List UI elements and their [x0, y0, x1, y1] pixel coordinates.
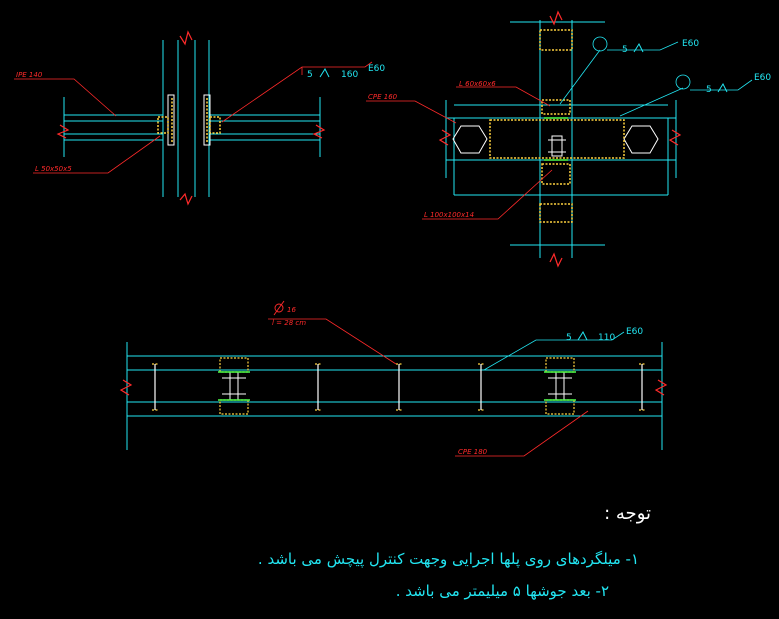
label-angle-top-left: L 50x50x5	[35, 165, 72, 173]
section-greens	[218, 371, 576, 401]
note-line-1: ۱- میلگردهای روی پلها اجرایی وجهت کنترل …	[257, 550, 639, 568]
weld-symbol-icon	[577, 330, 588, 341]
diameter-icon	[273, 300, 285, 316]
label-angle-bottom-right: L 100x100x14	[424, 211, 474, 219]
detail-top-right-greens	[544, 117, 568, 161]
beam-elevation	[126, 342, 663, 450]
detail-top-left-leaders	[14, 61, 373, 174]
label-weld-c-size: 5	[706, 85, 712, 95]
label-weld-d-type: E60	[626, 327, 643, 337]
label-cpe-bottom: CPE 180	[458, 448, 488, 456]
note-line-2: ۲- بعد جوشها ۵ میلیمتر می باشد .	[395, 582, 609, 600]
detail-top-left-welds	[157, 98, 221, 142]
label-weld-c-type: E60	[754, 73, 771, 83]
detail-top-left	[63, 40, 321, 197]
rebar-ticks	[154, 364, 643, 410]
label-ipe: IPE 140	[16, 71, 43, 79]
label-cpe-right: CPE 160	[368, 93, 398, 101]
label-angle-top-right: L 60x60x6	[459, 80, 496, 88]
weld-symbol-icon	[717, 82, 728, 93]
weld-symbol-icon	[633, 42, 644, 53]
label-weld-d-size: 5	[566, 333, 572, 343]
label-weld-a-len: 160	[341, 70, 358, 80]
detail-top-left-breaks	[56, 30, 326, 206]
label-weld-a-type: E60	[368, 64, 385, 74]
label-rebar-dia: 16	[287, 306, 296, 314]
label-rebar-len: l = 28 cm	[272, 319, 306, 327]
section-profiles	[222, 371, 572, 401]
beam-elevation-leaders	[268, 318, 589, 457]
beam-weld-leader	[483, 331, 625, 371]
label-weld-b-type: E60	[682, 39, 699, 49]
detail-top-right-breaks	[438, 10, 682, 268]
beam-elevation-breaks	[119, 379, 668, 396]
detail-top-right-plates	[548, 135, 566, 157]
detail-top-right-weld-leaders	[559, 36, 753, 117]
detail-top-right-leaders	[366, 86, 553, 220]
label-weld-b-size: 5	[622, 45, 628, 55]
label-weld-a-size: 5	[307, 70, 313, 80]
detail-top-right-welds	[489, 29, 625, 223]
label-weld-d-len: 110	[598, 333, 615, 343]
weld-symbol-icon	[319, 67, 330, 78]
notes-title: توجه :	[604, 503, 651, 524]
